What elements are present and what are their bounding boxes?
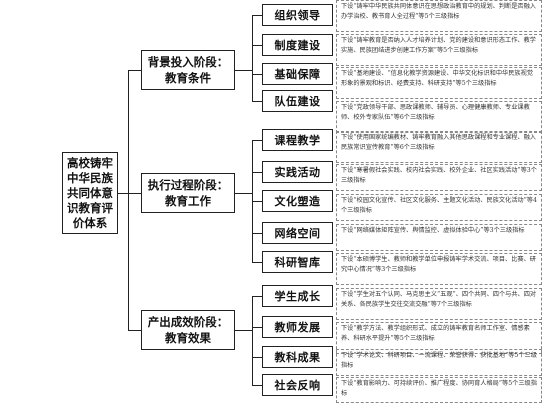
item-description: 下设“本硕博学生、教师和教学单位申报铸牢学术交流、项目、比赛、研究中心情况”等3… <box>336 253 542 285</box>
stage-title: 执行过程阶段： <box>147 178 229 192</box>
item-description: 下设“学术论文、科研项目、一流课程、荣誉获得、获批基地”等5个三级指标 <box>336 349 542 376</box>
stage-connector-2 <box>128 193 141 194</box>
item-connector <box>252 233 262 234</box>
item-description: 下设“党政领导干部、思政课教师、辅导员、心理健康教师、专业课教师、校外专家队伍”… <box>336 101 542 133</box>
item-student-growth: 学生成长 <box>262 285 333 307</box>
item-organization-leadership: 组织领导 <box>262 4 333 26</box>
item-system-construction: 制度建设 <box>262 34 333 56</box>
item-connector <box>252 172 262 173</box>
item-teacher-development: 教师发展 <box>262 316 333 338</box>
item-description: 下设“铸牢教育是否纳入人才培养计划、党的建设和意识形态工作、教学实施、民族团结进… <box>336 34 542 66</box>
item-research-think-tank: 科研智库 <box>262 251 333 273</box>
item-connector <box>252 262 262 263</box>
item-description: 下设“基地建设、“信息化教学资源建设、中华文化标识和中华民族视觉形象的景观和标识… <box>336 67 542 99</box>
item-connector <box>252 385 262 386</box>
item-description: 下设“寒暑假社会实践、校内社会实践、校外企业、社区实践活动”等3个三级指标 <box>336 164 542 191</box>
stage-branch-spine <box>252 15 253 101</box>
item-teaching-research-results: 教科成果 <box>262 346 333 368</box>
item-connector <box>252 45 262 46</box>
item-description: 下设“铸牢中华民族共同体意识在思想政治教育中的规划、判断是否融入办学治校、教书育… <box>336 0 542 32</box>
stage-branch-line <box>235 70 252 71</box>
stage-branch-line <box>235 330 252 331</box>
item-social-response: 社会反响 <box>262 374 333 396</box>
item-connector <box>252 74 262 75</box>
item-connector <box>252 327 262 328</box>
stage-subtitle: 教育效果 <box>165 331 211 345</box>
item-description: 下设“校园文化宣传、社区文化服务、主题文化活动、民族文化活动”等4个三级指标 <box>336 194 542 221</box>
item-team-building: 队伍建设 <box>262 90 333 112</box>
item-description: 下设“教育影响力、可持续评价、推广程度、协同育人格局”等5个三级指标 <box>336 377 542 403</box>
item-course-teaching: 课程教学 <box>262 129 333 151</box>
stage-connector-3 <box>128 330 141 331</box>
item-culture-shaping: 文化塑造 <box>262 190 333 212</box>
stage-subtitle: 教育条件 <box>165 71 211 85</box>
stage-branch-spine <box>252 296 253 385</box>
item-description: 下设“教学方法、教学组织形式、成立的铸牢教育名师工作室、情感素养、科研水平提升”… <box>336 322 542 354</box>
item-cyberspace: 网络空间 <box>262 222 333 244</box>
stage-execution-process: 执行过程阶段： 教育工作 <box>141 173 235 213</box>
stage-connector-1 <box>128 70 141 71</box>
stage-branch-line <box>235 193 252 194</box>
item-description: 下设“使用国家统编教材、铸牢教育融入其他思政课程和专业课程、融入民族常识宣传教育… <box>336 131 542 163</box>
item-connector <box>252 201 262 202</box>
item-description: 下设“网络媒体矩阵宣传、舆情监控、虚拟体验中心”等3个三级指标 <box>336 224 542 251</box>
stage-output-effect: 产出成效阶段： 教育效果 <box>141 310 235 350</box>
root-node: 高校铸牢中华民族共同体意识教育评价体系 <box>62 152 118 234</box>
item-connector <box>252 357 262 358</box>
item-description: 下设“学生对五个认同、马克思主义“五观”、四个共同、四个与共、四对关系、各民族学… <box>336 288 542 320</box>
item-connector <box>252 101 262 102</box>
item-basic-guarantee: 基础保障 <box>262 63 333 85</box>
item-connector <box>252 296 262 297</box>
stage-background-input: 背景投入阶段： 教育条件 <box>141 50 235 90</box>
stage-title: 产出成效阶段： <box>147 315 229 329</box>
stage-subtitle: 教育工作 <box>165 194 211 208</box>
stage-title: 背景投入阶段： <box>147 55 229 69</box>
item-practice-activities: 实践活动 <box>262 161 333 183</box>
root-connector <box>118 193 129 194</box>
item-connector <box>252 140 262 141</box>
root-label: 高校铸牢中华民族共同体意识教育评价体系 <box>67 155 113 230</box>
item-connector <box>252 15 262 16</box>
root-trunk <box>128 70 129 330</box>
